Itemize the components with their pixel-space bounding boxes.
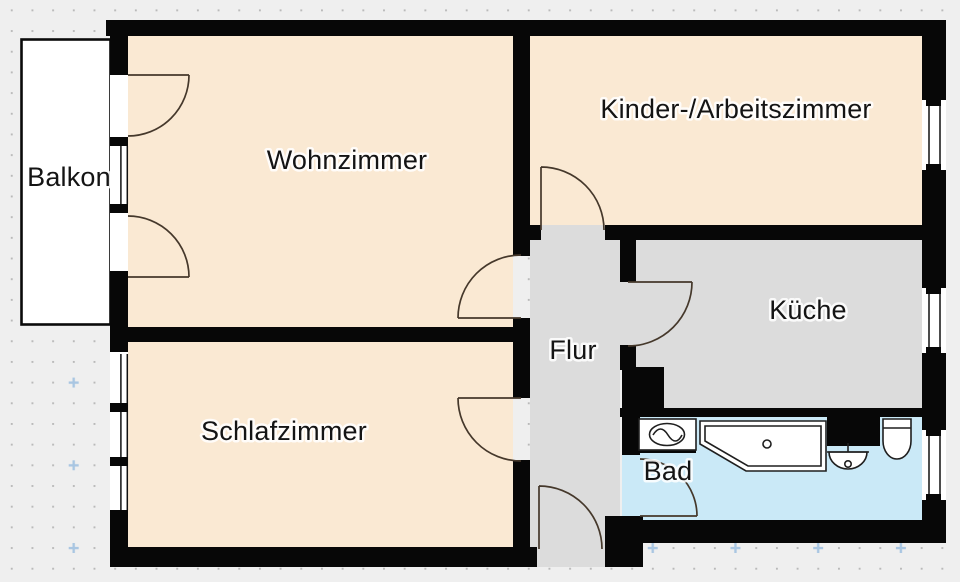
door-swing-arc-icon (457, 254, 522, 319)
window-schlafzimmer (110, 348, 128, 518)
room-wohnzimmer (128, 36, 513, 327)
shaft-block-kueche (622, 367, 664, 412)
room-kueche (636, 240, 922, 408)
window-kinderzimmer (922, 100, 946, 170)
room-label-bad: Bad (644, 456, 693, 486)
double-line-window-icon (928, 106, 941, 164)
door-swing-arc-icon (538, 485, 603, 550)
window-caps (110, 68, 941, 518)
room-label-kueche: Küche (769, 295, 847, 325)
window-bad (922, 430, 946, 500)
room-flur (530, 240, 620, 547)
entrance-pillar (605, 516, 643, 567)
room-label-schlafzimmer: Schlafzimmer (201, 416, 367, 446)
room-label-balkon: Balkon (27, 162, 111, 192)
windows (110, 72, 946, 518)
door-swing-arc-icon (639, 458, 698, 517)
sink-icon (827, 443, 869, 470)
double-line-window-icon (928, 436, 941, 494)
door-swing-arc-icon (627, 281, 693, 347)
toilet-icon (882, 418, 912, 460)
room-labels: Balkon Wohnzimmer Kinder-/Arbeitszimmer … (25, 92, 874, 489)
room-floors (128, 36, 922, 567)
fixtures (638, 418, 912, 472)
shaft-block-bad (827, 417, 880, 446)
door-swing-arc-icon (127, 74, 190, 137)
room-label-flur: Flur (549, 335, 596, 365)
room-label-kinder-arbeitszimmer: Kinder-/Arbeitszimmer (600, 94, 871, 124)
room-flur-entrance-gap (537, 547, 605, 567)
double-line-window-icon (928, 294, 941, 347)
room-flur-doorway-kueche (620, 282, 636, 345)
washing-machine-icon (638, 418, 697, 451)
door-swing-arc-icon (540, 166, 605, 231)
balcony-doors-window-strip (110, 72, 128, 278)
room-schlafzimmer (128, 342, 513, 547)
washing-machine-base (638, 449, 696, 453)
room-kinder-arbeitszimmer (530, 36, 922, 225)
room-flur-doorway-kinder (541, 225, 605, 240)
bathtub-icon (699, 420, 827, 472)
room-label-wohnzimmer: Wohnzimmer (267, 145, 428, 175)
doors (127, 74, 698, 550)
window-kueche (922, 288, 946, 353)
door-swing-arc-icon (457, 397, 522, 462)
double-line-window-icon (120, 354, 129, 510)
double-line-window-icon (120, 146, 129, 204)
room-bad-doorway (622, 455, 640, 516)
door-swing-arc-icon (127, 215, 190, 278)
